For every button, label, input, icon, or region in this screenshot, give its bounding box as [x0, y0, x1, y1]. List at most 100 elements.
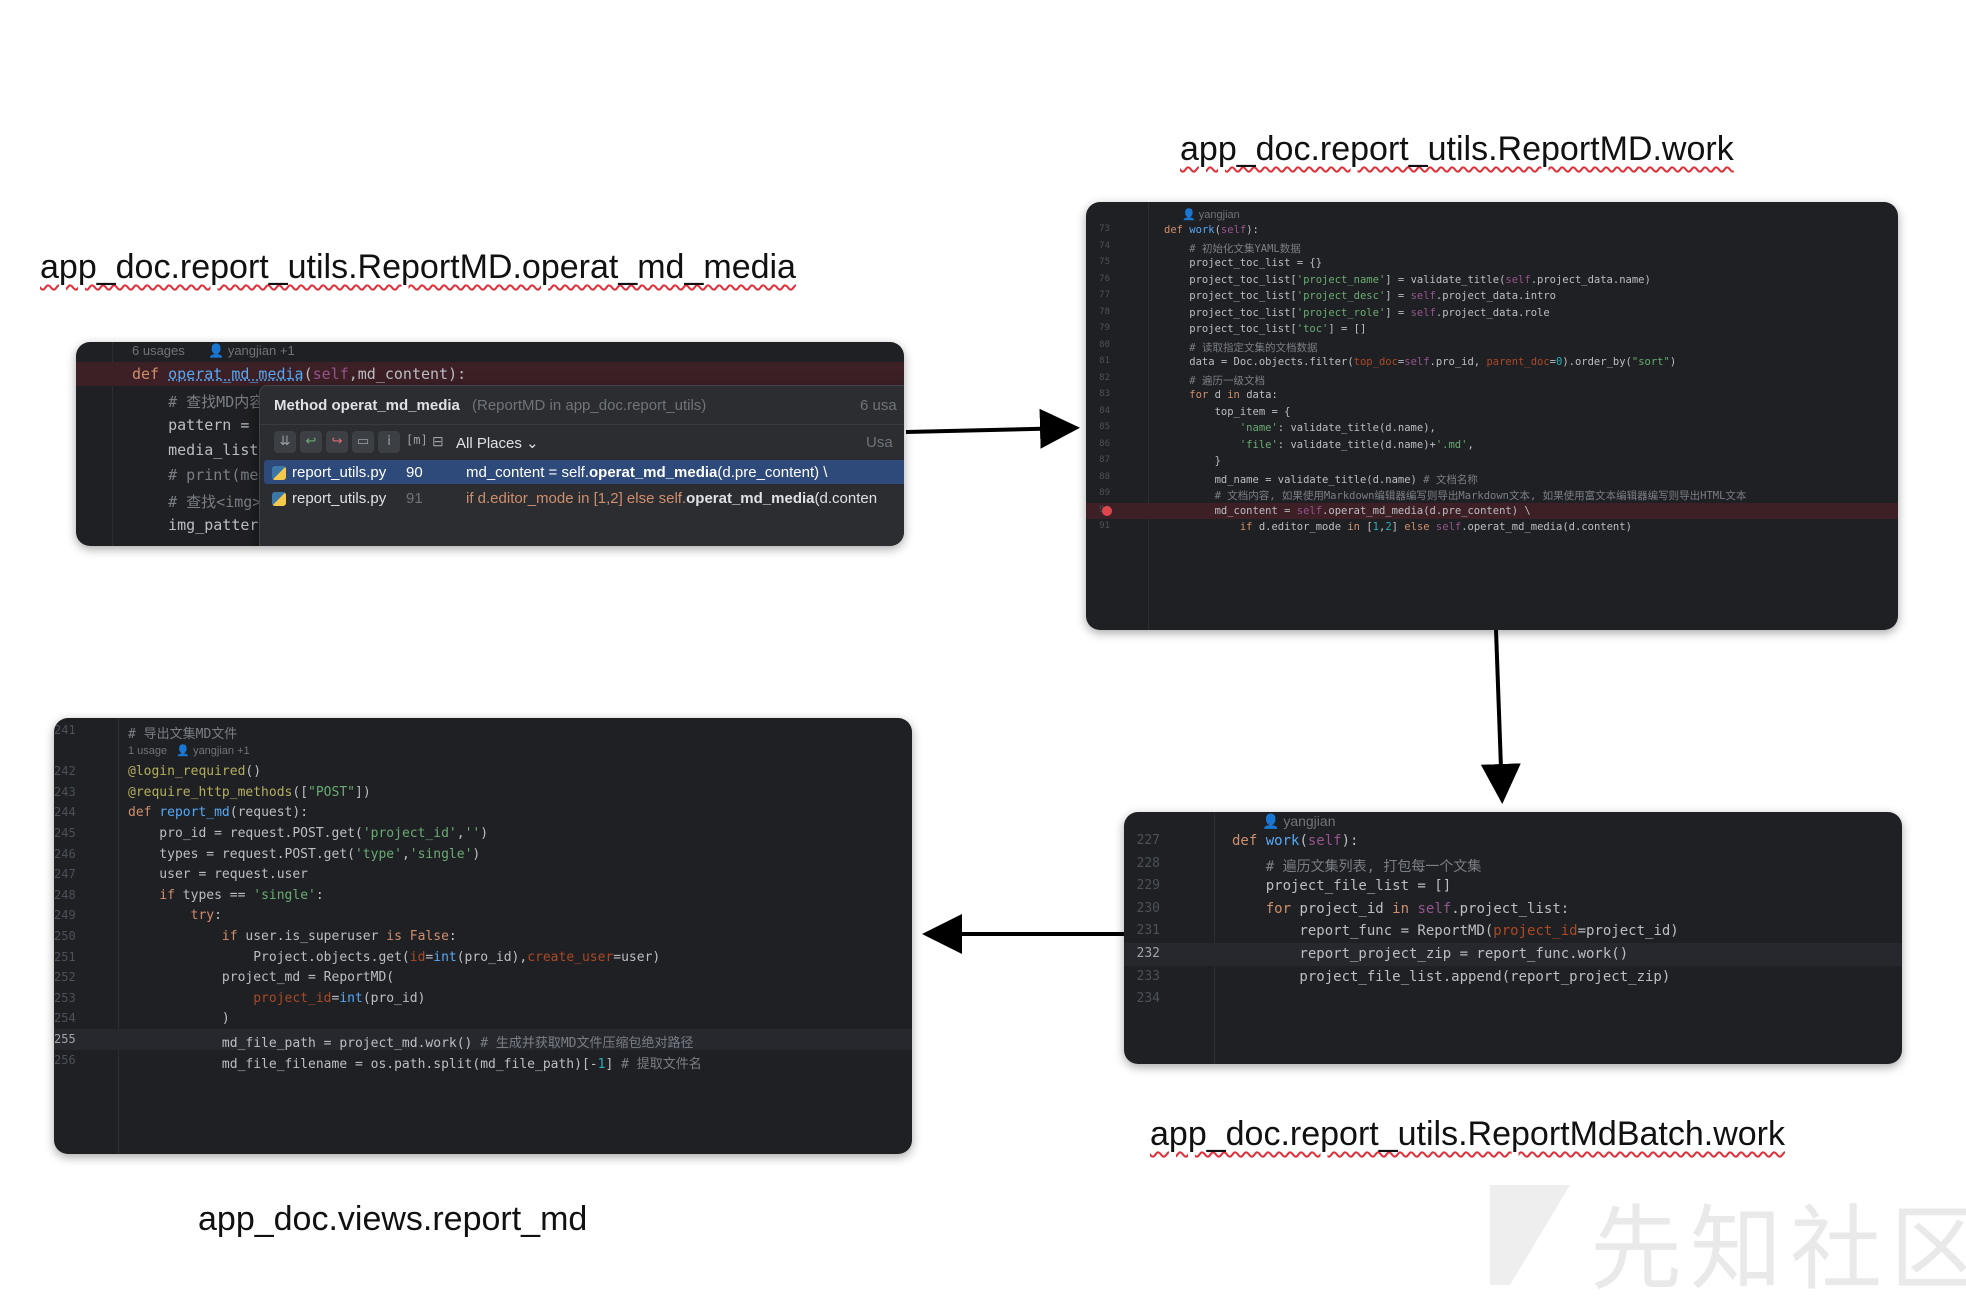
code-line[interactable]: 248 if types == 'single':	[54, 887, 324, 903]
code-line[interactable]: 82 # 遍历一级文档	[1086, 371, 1898, 388]
code-line[interactable]: 254 )	[54, 1011, 230, 1027]
code-line[interactable]: 77 project_toc_list['project_desc'] = se…	[1086, 288, 1898, 305]
breakpoint-icon[interactable]	[1102, 505, 1112, 516]
code-line[interactable]: 230 for project_id in self.project_list:	[1124, 898, 1902, 921]
line-number: 246	[54, 846, 76, 861]
code-line[interactable]: 76 project_toc_list['project_name'] = va…	[1086, 272, 1898, 289]
caption-views-report-md-text: app_doc.views.report_md	[198, 1200, 588, 1238]
code-line[interactable]: 249 try:	[54, 908, 222, 924]
usage-result-row[interactable]: report_utils.py 90 md_content = self.ope…	[264, 460, 904, 484]
code-line[interactable]: 246 types = request.POST.get('type','sin…	[54, 846, 481, 862]
usage-result-row[interactable]: report_utils.py 91 if d.editor_mode in […	[264, 486, 904, 510]
author-hint[interactable]: 👤 yangjian +1	[208, 343, 295, 358]
code-line[interactable]: img_patter	[132, 516, 259, 534]
code-line[interactable]: 1 usage 👤 yangjian +1	[128, 744, 250, 757]
usages-hint[interactable]: 6 usages	[132, 343, 185, 358]
line-number: 232	[1136, 946, 1160, 961]
line-number: 86	[1099, 438, 1110, 449]
line-number: 242	[54, 764, 76, 779]
code-line[interactable]: # 查找MD内容	[132, 393, 265, 411]
line-number: 228	[1136, 855, 1160, 871]
line-number: 251	[54, 949, 76, 964]
find-usages-popup[interactable]: Method operat_md_media (ReportMD in app_…	[259, 385, 904, 546]
line-number: 80	[1099, 339, 1110, 350]
line-number: 73	[1099, 224, 1110, 234]
merge-usages-icon[interactable]: ⇊	[274, 431, 296, 453]
group-by-file-icon[interactable]: ▭	[352, 431, 374, 453]
code-line[interactable]: 80 # 读取指定文集的文档数据	[1086, 338, 1898, 355]
code-line[interactable]: 245 pro_id = request.POST.get('project_i…	[54, 826, 489, 841]
code-line[interactable]: 256 md_file_filename = os.path.split(md_…	[54, 1052, 702, 1072]
write-access-icon[interactable]: ↪	[326, 431, 348, 453]
code-line[interactable]: media_list	[132, 441, 259, 459]
line-number: 247	[54, 867, 76, 882]
code-line[interactable]: 89 # 文档内容, 如果使用Markdown编辑器编写则导出Markdown文…	[1086, 486, 1898, 503]
code-line[interactable]: 81 data = Doc.objects.filter(top_doc=sel…	[1086, 354, 1898, 371]
code-line[interactable]: 233 project_file_list.append(report_proj…	[1124, 966, 1902, 989]
line-number: 249	[54, 908, 76, 923]
scope-label: All Places	[456, 435, 522, 452]
line-number: 88	[1099, 471, 1110, 482]
line-number: 241	[54, 723, 76, 737]
code-line[interactable]: # print(me	[132, 466, 259, 484]
code-line[interactable]: 242@login_required()	[54, 764, 262, 780]
caption-operat-md-media-text: app_doc.report_utils.ReportMD.operat_md_…	[40, 248, 796, 286]
code-line[interactable]: 234	[1124, 988, 1902, 1011]
code-line-def[interactable]: def operat_md_media(self,md_content):	[76, 362, 904, 386]
code-line[interactable]: 87 }	[1086, 453, 1898, 470]
code-line[interactable]: 228 # 遍历文集列表, 打包每一个文集	[1124, 853, 1902, 876]
line-number: 253	[54, 990, 76, 1005]
code-line[interactable]: 241# 导出文集MD文件	[54, 723, 238, 742]
code-line[interactable]: 250 if user.is_superuser is False:	[54, 929, 457, 944]
line-number: 81	[1099, 356, 1110, 366]
editor-panel-views-report-md: 241# 导出文集MD文件 1 usage 👤 yangjian +1 242@lo…	[54, 718, 912, 1154]
code-line[interactable]: 251 Project.objects.get(id=int(pro_id),c…	[54, 949, 661, 965]
author-hint[interactable]: 👤 yangjian	[1182, 209, 1240, 221]
scope-dropdown[interactable]: All Places ⌄	[456, 434, 539, 452]
code-line[interactable]: 229 project_file_list = []	[1124, 875, 1902, 898]
caption-views-report-md: app_doc.views.report_md	[198, 1200, 587, 1239]
settings-icon[interactable]: ⊟	[432, 433, 444, 449]
editor-panel-operat-md-media: 6 usages 👤 yangjian +1 def operat_md_med…	[76, 342, 904, 546]
code-line[interactable]: 85 'name': validate_title(d.name),	[1086, 420, 1898, 437]
method-icon[interactable]: [m]	[406, 433, 428, 447]
code-line[interactable]: 252 project_md = ReportMD(	[54, 970, 395, 986]
author-hint[interactable]: 👤 yangjian	[1262, 813, 1336, 829]
caption-batch-work-text: app_doc.report_utils.ReportMdBatch.work	[1150, 1115, 1785, 1153]
code-line[interactable]: 78 project_toc_list['project_role'] = se…	[1086, 305, 1898, 322]
code-line[interactable]: 231 report_func = ReportMD(project_id=pr…	[1124, 920, 1902, 943]
python-file-icon	[272, 492, 286, 507]
line-number: 254	[54, 1011, 76, 1026]
caption-reportmd-work-text: app_doc.report_utils.ReportMD.work	[1180, 130, 1734, 168]
read-access-icon[interactable]: ↩	[300, 431, 322, 453]
code-line[interactable]: 88 md_name = validate_title(d.name) # 文档…	[1086, 470, 1898, 487]
code-line[interactable]: 75 project_toc_list = {}	[1086, 255, 1898, 272]
line-number: 255	[54, 1032, 76, 1046]
popup-toolbar: ⇊ ↩ ↪ ▭ i [m] ⊟ All Places ⌄ Usa	[260, 424, 904, 460]
code-line[interactable]: 255 md_file_path = project_md.work() # 生…	[54, 1029, 912, 1051]
code-line[interactable]: 247 user = request.user	[54, 867, 309, 883]
code-line[interactable]: 84 top_item = {	[1086, 404, 1898, 421]
code-line[interactable]: 79 project_toc_list['toc'] = []	[1086, 321, 1898, 338]
code-line[interactable]: 91 if d.editor_mode in [1,2] else self.o…	[1086, 519, 1898, 536]
code-line[interactable]: 83 for d in data:	[1086, 387, 1898, 404]
line-number: 244	[54, 805, 76, 820]
info-icon[interactable]: i	[378, 431, 400, 453]
code-line[interactable]: 86 'file': validate_title(d.name)+'.md',	[1086, 437, 1898, 454]
code-line[interactable]: 253 project_id=int(pro_id)	[54, 990, 426, 1006]
code-line[interactable]: pattern =	[132, 416, 259, 434]
code-line[interactable]: 74 # 初始化文集YAML数据	[1086, 239, 1898, 256]
popup-title: Method operat_md_media	[274, 397, 460, 414]
code-line[interactable]: 243@require_http_methods(["POST"])	[54, 784, 371, 800]
code-line[interactable]: 90 md_content = self.operat_md_media(d.p…	[1086, 502, 1898, 519]
popup-subtitle: (ReportMD in app_doc.report_utils)	[472, 397, 707, 414]
code-line[interactable]: # 查找<img>	[132, 493, 262, 511]
line-number: 234	[1136, 991, 1160, 1007]
watermark-text: 先知社区	[1590, 1196, 1966, 1303]
code-line[interactable]: 232 report_project_zip = report_func.wor…	[1124, 943, 1902, 966]
